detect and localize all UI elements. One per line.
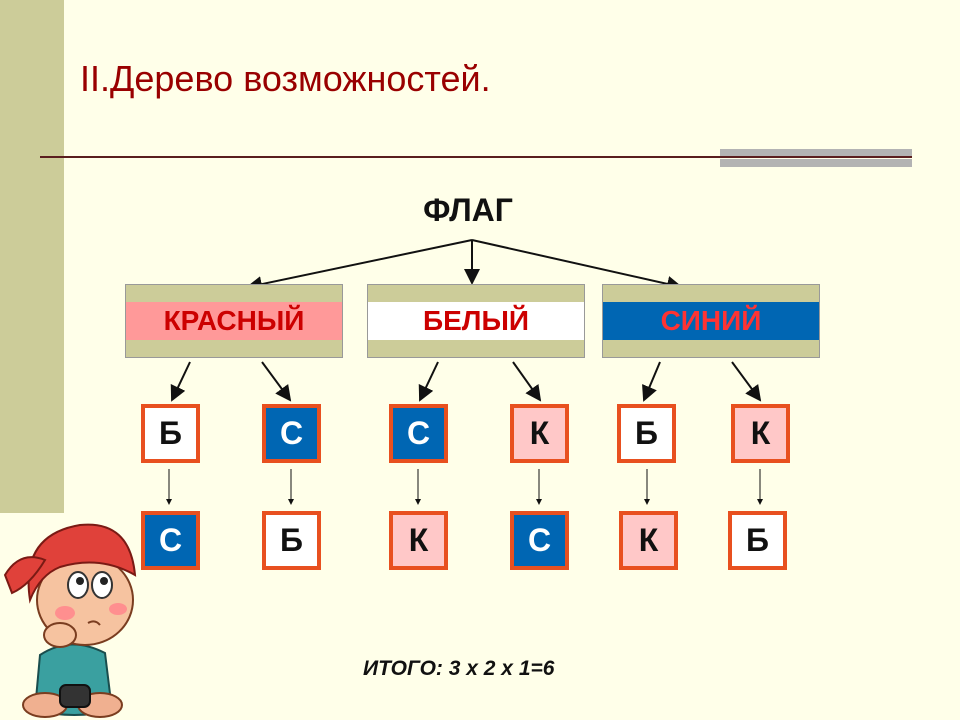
level2-box-4: К (510, 404, 569, 463)
slide-title: II.Дерево возможностей. (80, 58, 491, 99)
branch-white: БЕЛЫЙ (367, 284, 585, 358)
level3-box-3: К (389, 511, 448, 570)
level2-box-3: С (389, 404, 448, 463)
level2-box-1: Б (141, 404, 200, 463)
level3-box-2: Б (262, 511, 321, 570)
tree-root-label: ФЛАГ (423, 192, 513, 228)
level2-box-6: К (731, 404, 790, 463)
total-formula: ИТОГО: 3 x 2 x 1=6 (363, 657, 555, 680)
edge-red-c (261, 361, 292, 402)
level3-box-6: Б (728, 511, 787, 570)
branch-red-label: КРАСНЫЙ (126, 302, 342, 340)
edge-root-red (246, 239, 473, 292)
edge-white-c (418, 361, 439, 402)
title-rule-accent-lower (720, 159, 912, 167)
level2-box-5: Б (617, 404, 676, 463)
level3-box-4: С (510, 511, 569, 570)
edge-blue-k (731, 361, 762, 402)
left-decorative-stripe (0, 0, 64, 513)
branch-blue-label: СИНИЙ (603, 302, 819, 340)
thinking-boy-icon (3, 523, 137, 718)
branch-red: КРАСНЫЙ (125, 284, 343, 358)
branch-blue: СИНИЙ (602, 284, 820, 358)
edge-blue-b (642, 361, 661, 402)
level3-box-1: С (141, 511, 200, 570)
edge-root-blue (471, 239, 683, 292)
edge-red-b (170, 361, 191, 402)
level2-box-2: С (262, 404, 321, 463)
title-rule (40, 156, 912, 158)
level3-box-5: К (619, 511, 678, 570)
branch-white-label: БЕЛЫЙ (368, 302, 584, 340)
edge-white-k (512, 361, 542, 402)
